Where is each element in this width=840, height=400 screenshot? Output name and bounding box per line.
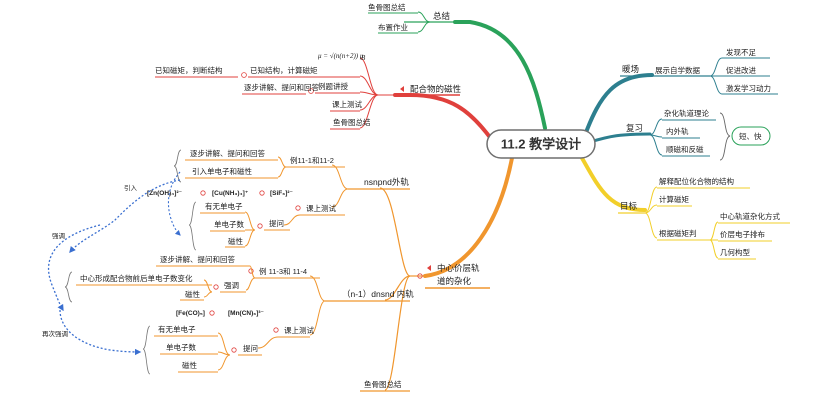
arrow-emph-label: 强调: [52, 231, 65, 240]
ask-1[interactable]: 提问: [269, 218, 284, 228]
para-dia[interactable]: 顺磁和反磁: [666, 144, 704, 154]
flag-icon: [400, 86, 404, 92]
magnetic-moment-formula: μ = √(n(n+2)) μ: [318, 52, 364, 60]
magnetism-1[interactable]: 磁性: [228, 236, 243, 246]
branch-summary: [453, 20, 547, 130]
ion-zn: [Zn(OH)₄]²⁻: [147, 190, 182, 197]
n1dnsnd-label[interactable]: （n-1）dnsnd 内轨: [342, 289, 414, 299]
short-fast: 短、快: [739, 131, 762, 141]
step-explain-3[interactable]: 逐步讲解、提问和回答: [160, 254, 235, 264]
intro-unpaired[interactable]: 引入单电子和磁性: [192, 166, 252, 176]
has-unpaired-1[interactable]: 有无单电子: [205, 201, 243, 211]
flag-icon: [427, 265, 431, 271]
group-summary: 总结 鱼骨图总结 布置作业: [368, 2, 455, 34]
has-unpaired-2[interactable]: 有无单电子: [158, 324, 196, 334]
unpaired-count-2[interactable]: 单电子数: [166, 342, 196, 352]
hybrid-label-1[interactable]: 中心价层轨: [437, 263, 480, 273]
promote[interactable]: 促进改进: [726, 65, 756, 75]
group-review: 复习 杂化轨道理论 内外轨 顺磁和反磁 短、快: [624, 108, 771, 161]
review-label[interactable]: 复习: [626, 123, 643, 133]
group-magnetism: 配合物的磁性 μ = √(n(n+2)) μ B 已知结构，计算磁矩 已知磁矩，…: [155, 52, 462, 130]
class-test-top[interactable]: 课上测试: [332, 99, 362, 109]
goal-explain[interactable]: 解释配位化合物的结构: [659, 176, 734, 186]
magnetism-3[interactable]: 磁性: [182, 360, 197, 370]
goal-valence[interactable]: 价层电子排布: [720, 229, 765, 239]
example-11-1[interactable]: 例11-1和11-2: [290, 155, 334, 165]
fishbone-bottom[interactable]: 鱼骨图总结: [364, 379, 402, 389]
branch-goals: [580, 156, 647, 212]
step-explain-2[interactable]: 逐步讲解、提问和回答: [190, 148, 265, 158]
known-structure[interactable]: 已知结构，计算磁矩: [250, 65, 318, 75]
goal-calc[interactable]: 计算磁矩: [659, 194, 689, 204]
test-1[interactable]: 课上测试: [306, 203, 336, 213]
summary-fishbone[interactable]: 鱼骨图总结: [368, 2, 406, 12]
ion-mn: [Mn(CN)₆]³⁻: [228, 310, 264, 317]
find-gaps[interactable]: 发现不足: [726, 47, 756, 57]
summary-homework[interactable]: 布置作业: [378, 22, 408, 32]
show-data[interactable]: 展示自学数据: [655, 65, 700, 75]
test-2[interactable]: 课上测试: [284, 325, 314, 335]
group-hybrid: 中心价层轨 道的杂化 nsnpnd外轨 例11-1和11-2 逐步讲解、提问和回…: [64, 148, 490, 392]
emphasize[interactable]: 强调: [224, 281, 239, 290]
goals-label[interactable]: 目标: [620, 201, 638, 211]
magnetism-2[interactable]: 磁性: [185, 289, 200, 299]
center-node[interactable]: [486, 129, 596, 159]
center-change[interactable]: 中心形成配合物前后单电子数变化: [80, 273, 193, 283]
hybrid-theory[interactable]: 杂化轨道理论: [664, 108, 709, 118]
dotted-arrows: 引入 强调 再次强调: [42, 171, 181, 356]
center-title: 11.2 教学设计: [501, 137, 581, 152]
group-goals: 目标 解释配位化合物的结构 计算磁矩 根据磁矩判 中心轨道杂化方式 价层电子排布…: [618, 176, 790, 260]
motivate[interactable]: 激发学习动力: [726, 83, 771, 93]
magnetism-label[interactable]: 配合物的磁性: [410, 84, 462, 94]
example-11-3[interactable]: 例 11-3和 11-4: [259, 266, 307, 276]
branch-hybrid: [423, 156, 514, 278]
group-warmup: 暖场 展示自学数据 发现不足 促进改进 激发学习动力: [620, 47, 778, 95]
short-fast-box[interactable]: [731, 126, 771, 146]
goal-hybrid[interactable]: 中心轨道杂化方式: [720, 211, 780, 221]
summary-label[interactable]: 总结: [433, 11, 450, 21]
fishbone-top[interactable]: 鱼骨图总结: [333, 117, 371, 127]
arrow-intro-label: 引入: [124, 183, 138, 192]
hybrid-label-2[interactable]: 道的杂化: [437, 276, 472, 286]
nsnpnd-label[interactable]: nsnpnd外轨: [364, 177, 409, 187]
goal-geometry[interactable]: 几何构型: [720, 247, 750, 257]
ask-2[interactable]: 提问: [243, 343, 258, 353]
formula-unit: B: [361, 54, 366, 62]
unpaired-count-1[interactable]: 单电子数: [214, 219, 244, 229]
warmup-label[interactable]: 暖场: [622, 64, 639, 74]
known-moment[interactable]: 已知磁矩，判断结构: [155, 65, 223, 75]
arrow-again-label: 再次强调: [42, 329, 68, 338]
ion-sif: [SiF₆]²⁻: [270, 190, 293, 197]
goal-by-moment[interactable]: 根据磁矩判: [659, 228, 697, 238]
example-explain[interactable]: 例题讲授: [318, 81, 348, 91]
ion-cu: [Cu(NH₃)₄]⁺: [212, 190, 248, 197]
inner-outer[interactable]: 内外轨: [666, 126, 689, 136]
ion-fe: [Fe(CO)₅]: [176, 310, 205, 317]
branch-magnetism: [393, 93, 494, 142]
step-explain-1[interactable]: 逐步讲解、提问和回答: [244, 82, 319, 92]
